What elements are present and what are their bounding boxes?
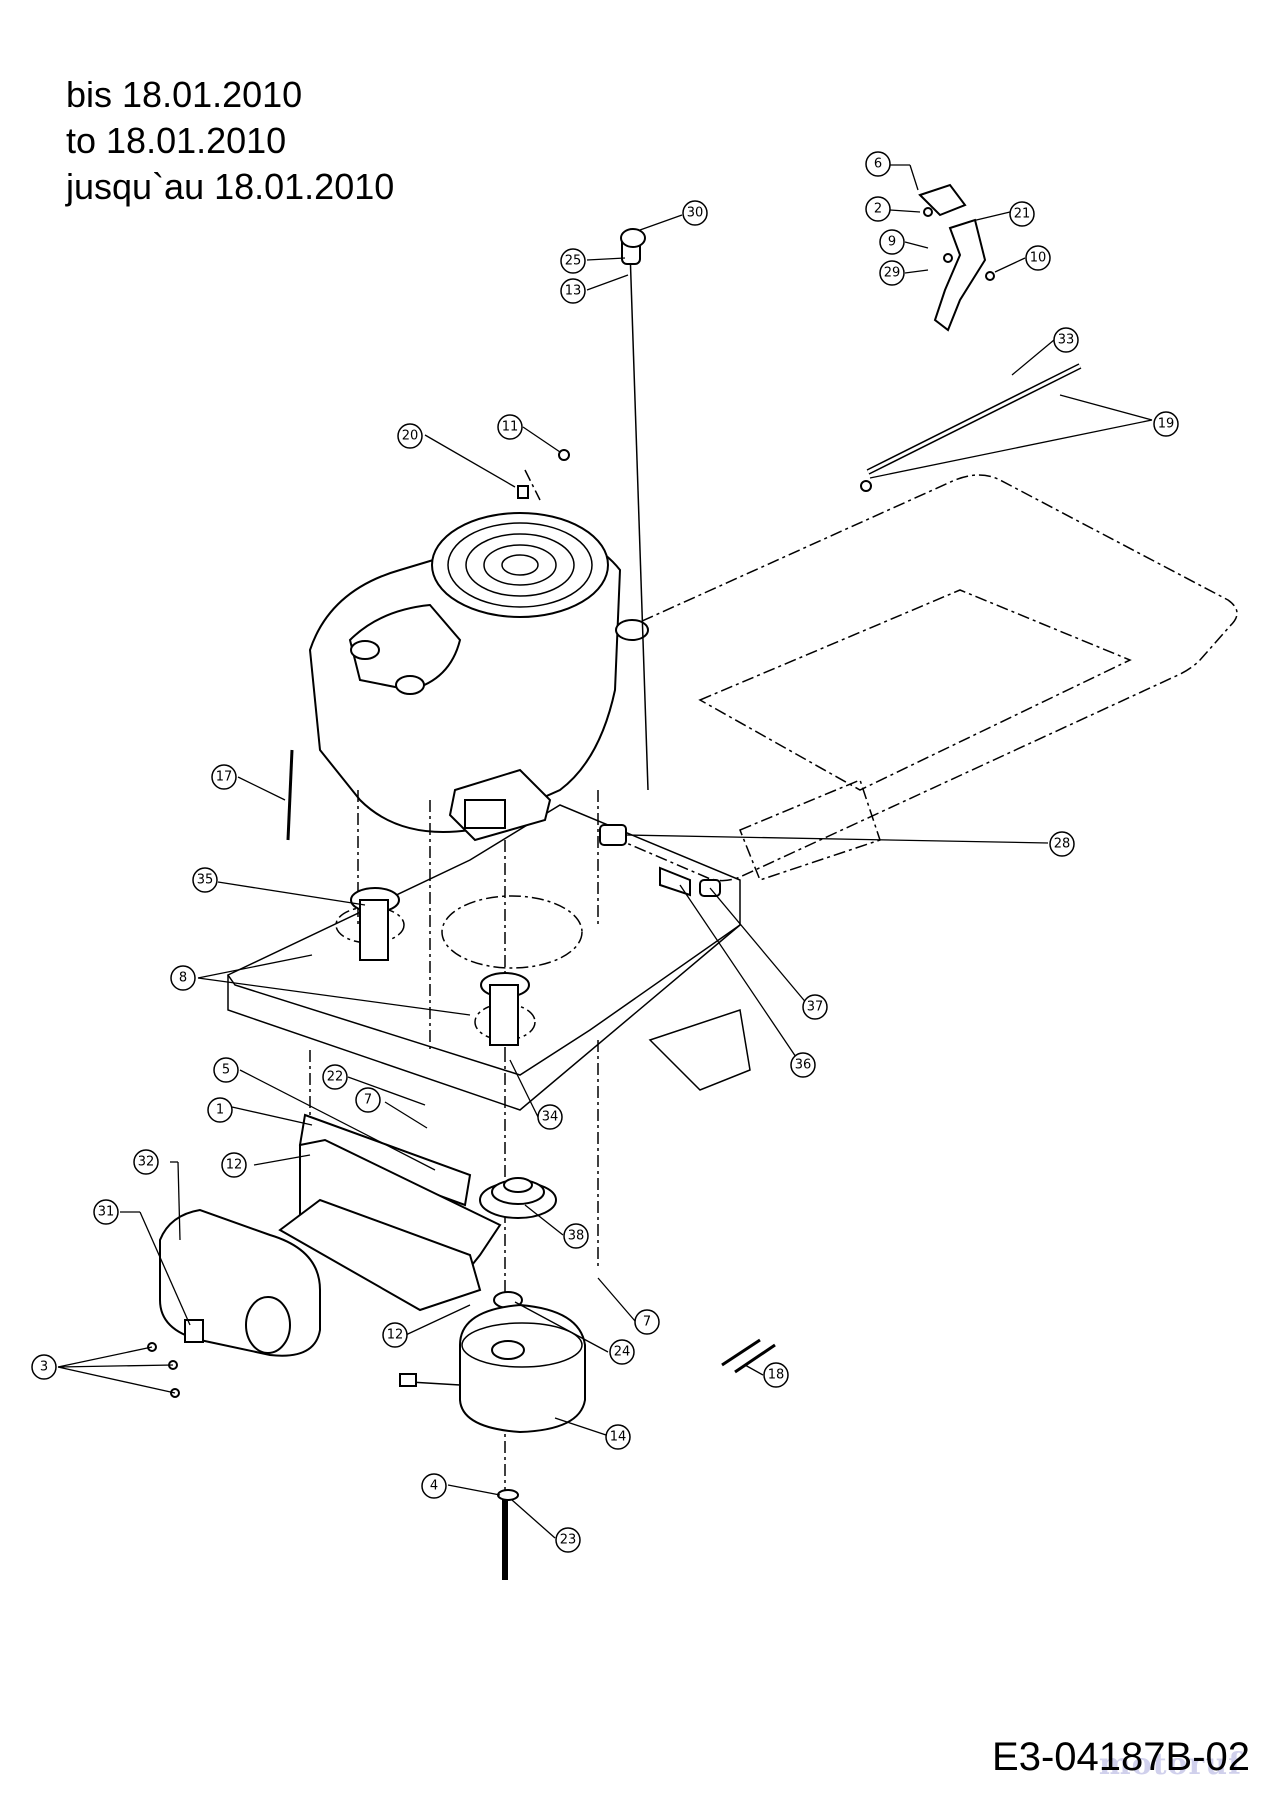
svg-text:21: 21 bbox=[1014, 207, 1031, 222]
svg-text:32: 32 bbox=[138, 1155, 155, 1170]
callout-8: 8 bbox=[170, 965, 196, 991]
dipstick-handle bbox=[620, 228, 646, 248]
callout-25: 25 bbox=[560, 248, 586, 274]
svg-text:30: 30 bbox=[687, 206, 704, 221]
fitting-part bbox=[599, 824, 627, 846]
callout-17: 17 bbox=[211, 764, 237, 790]
callout-30: 30 bbox=[682, 200, 708, 226]
callout-20: 20 bbox=[397, 423, 423, 449]
svg-text:28: 28 bbox=[1054, 837, 1071, 852]
clutch-bolt bbox=[497, 1489, 519, 1580]
svg-text:1: 1 bbox=[216, 1103, 224, 1118]
svg-text:31: 31 bbox=[98, 1205, 115, 1220]
svg-text:12: 12 bbox=[226, 1158, 243, 1173]
revision-note-fr: jusqu`au 18.01.2010 bbox=[66, 166, 395, 207]
callout-2: 2 bbox=[865, 196, 891, 222]
muffler bbox=[159, 1208, 321, 1357]
watermark: motoruf bbox=[1098, 1747, 1242, 1782]
callout-36: 36 bbox=[790, 1052, 816, 1078]
svg-text:2: 2 bbox=[874, 202, 882, 217]
engine-assembly bbox=[308, 235, 649, 842]
svg-text:5: 5 bbox=[222, 1063, 230, 1078]
pulley bbox=[479, 1177, 557, 1219]
callout-13: 13 bbox=[560, 278, 586, 304]
svg-text:24: 24 bbox=[614, 1345, 631, 1360]
svg-text:34: 34 bbox=[542, 1110, 559, 1125]
svg-text:37: 37 bbox=[807, 1000, 824, 1015]
svg-text:18: 18 bbox=[768, 1368, 785, 1383]
revision-note-de: bis 18.01.2010 bbox=[66, 74, 303, 115]
svg-text:35: 35 bbox=[197, 873, 214, 888]
callout-5: 5 bbox=[213, 1057, 239, 1083]
callout-18: 18 bbox=[763, 1362, 789, 1388]
svg-text:25: 25 bbox=[565, 254, 582, 269]
cable-part bbox=[286, 749, 294, 841]
callout-28: 28 bbox=[1049, 831, 1075, 857]
callout-33: 33 bbox=[1053, 327, 1079, 353]
callout-37: 37 bbox=[802, 994, 828, 1020]
callout-12-upper: 12 bbox=[221, 1152, 247, 1178]
svg-text:38: 38 bbox=[568, 1229, 585, 1244]
callout-29: 29 bbox=[879, 260, 905, 286]
svg-text:12: 12 bbox=[387, 1328, 404, 1343]
svg-text:14: 14 bbox=[610, 1430, 627, 1445]
callout-10: 10 bbox=[1025, 245, 1051, 271]
svg-text:13: 13 bbox=[565, 284, 582, 299]
svg-text:7: 7 bbox=[643, 1315, 651, 1330]
callout-23: 23 bbox=[555, 1527, 581, 1553]
callout-9: 9 bbox=[879, 229, 905, 255]
leader-lines bbox=[57, 164, 1153, 1539]
callout-3: 3 bbox=[31, 1354, 57, 1380]
svg-text:20: 20 bbox=[402, 429, 419, 444]
screw-part bbox=[558, 449, 570, 461]
callout-4: 4 bbox=[421, 1473, 447, 1499]
callout-21: 21 bbox=[1009, 201, 1035, 227]
muffler-screws bbox=[147, 1342, 180, 1398]
pto-clutch bbox=[399, 1303, 586, 1434]
callout-34: 34 bbox=[537, 1104, 563, 1130]
callout-6: 6 bbox=[865, 151, 891, 177]
svg-text:6: 6 bbox=[874, 157, 882, 172]
callout-11: 11 bbox=[497, 414, 523, 440]
callout-35: 35 bbox=[192, 867, 218, 893]
svg-text:7: 7 bbox=[364, 1093, 372, 1108]
callout-12-lower: 12 bbox=[382, 1322, 408, 1348]
svg-text:8: 8 bbox=[179, 971, 187, 986]
revision-note-en: to 18.01.2010 bbox=[66, 120, 287, 161]
control-rod bbox=[860, 363, 1082, 492]
svg-text:3: 3 bbox=[40, 1360, 48, 1375]
drawing-code: E3-04187B-02 bbox=[992, 1735, 1250, 1779]
cable-ties bbox=[721, 1338, 776, 1374]
callout-24: 24 bbox=[609, 1339, 635, 1365]
svg-text:36: 36 bbox=[795, 1058, 812, 1073]
mounting-plate bbox=[278, 1113, 502, 1312]
callout-32: 32 bbox=[133, 1149, 159, 1175]
svg-text:19: 19 bbox=[1158, 417, 1175, 432]
svg-text:11: 11 bbox=[502, 420, 519, 435]
svg-text:22: 22 bbox=[327, 1070, 344, 1085]
svg-text:4: 4 bbox=[430, 1479, 438, 1494]
callout-7-lower: 7 bbox=[634, 1309, 660, 1335]
callout-31: 31 bbox=[93, 1199, 119, 1225]
svg-text:9: 9 bbox=[888, 235, 896, 250]
svg-text:23: 23 bbox=[560, 1533, 577, 1548]
callout-7-upper: 7 bbox=[355, 1087, 381, 1113]
callout-1: 1 bbox=[207, 1097, 233, 1123]
clip-part bbox=[517, 485, 529, 499]
revision-note: bis 18.01.2010 to 18.01.2010 jusqu`au 18… bbox=[66, 72, 394, 210]
callout-14: 14 bbox=[605, 1424, 631, 1450]
callout-22: 22 bbox=[322, 1064, 348, 1090]
svg-text:10: 10 bbox=[1030, 251, 1047, 266]
engine-mounts bbox=[350, 887, 530, 1046]
svg-text:33: 33 bbox=[1058, 333, 1075, 348]
svg-text:29: 29 bbox=[884, 266, 901, 281]
sensor-part bbox=[659, 866, 691, 897]
callout-38: 38 bbox=[563, 1223, 589, 1249]
callout-19: 19 bbox=[1153, 411, 1179, 437]
svg-text:17: 17 bbox=[216, 770, 233, 785]
control-bracket bbox=[918, 183, 995, 332]
